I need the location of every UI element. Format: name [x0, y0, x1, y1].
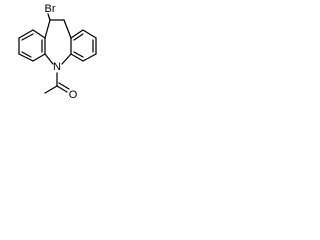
bond: [44, 19, 51, 39]
double-bond-inner: [73, 51, 84, 58]
acetyl-group: N O: [44, 61, 78, 101]
bond: [44, 53, 54, 65]
bond: [44, 85, 58, 94]
structure-diagram: Br N O: [18, 3, 97, 101]
bromine-label: Br: [45, 3, 56, 15]
molecule-canvas: Br N O: [0, 0, 112, 110]
bond: [82, 29, 97, 39]
oxygen-label: O: [69, 89, 78, 101]
bromine-substituent: Br: [45, 3, 56, 21]
bond: [82, 53, 97, 62]
bond: [70, 53, 84, 62]
bond: [61, 53, 72, 65]
bond: [70, 29, 84, 39]
right-benzene-ring: [70, 29, 97, 62]
double-bond-inner: [73, 33, 84, 41]
bond: [32, 53, 46, 62]
double-bond-inner: [58, 82, 70, 90]
left-benzene-ring: [18, 29, 46, 62]
double-bond-inner: [21, 51, 32, 58]
double-bond-inner: [21, 33, 34, 41]
bond: [32, 29, 46, 39]
bond: [63, 19, 72, 39]
bond: [56, 85, 68, 93]
bond: [18, 53, 34, 62]
nitrogen-label: N: [53, 61, 61, 73]
azepine-ring: [44, 19, 72, 65]
bond: [47, 13, 51, 21]
bond: [18, 29, 34, 39]
